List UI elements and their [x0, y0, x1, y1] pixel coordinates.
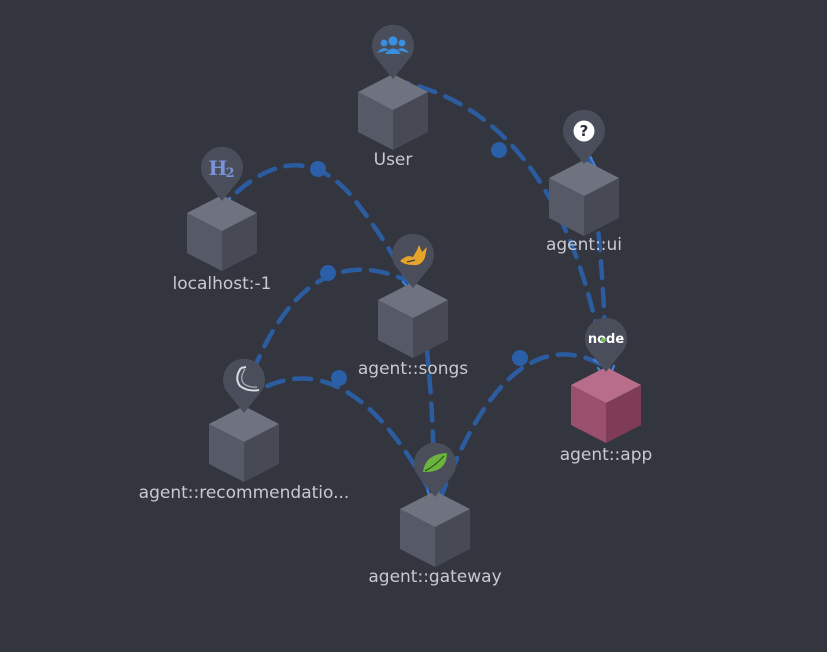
cube-top-face	[400, 491, 470, 527]
node-user[interactable]: User	[358, 24, 428, 170]
edge-rec-to-songs-dot[interactable]	[320, 265, 336, 281]
cube-left-face	[400, 509, 435, 567]
svg-text:?: ?	[580, 122, 589, 140]
node-label-songs: agent::songs	[358, 359, 468, 379]
edge-songs-to-h2-dot[interactable]	[310, 161, 326, 177]
cube-top-face	[187, 195, 257, 231]
nodes-layer: User?agent::uiH2localhost:-1agent::songs…	[139, 24, 653, 587]
node-label-ui: agent::ui	[546, 235, 622, 255]
svg-text:H: H	[209, 156, 228, 180]
cube-left-face	[571, 385, 606, 443]
edge-rec-to-gateway[interactable]	[240, 376, 431, 491]
pin-marker	[222, 358, 265, 413]
cube-right-face	[222, 213, 257, 271]
edge-songs-to-h2[interactable]	[214, 163, 417, 295]
cube-top-face	[378, 282, 448, 318]
python-icon	[236, 366, 260, 392]
cube-left-face	[358, 92, 393, 150]
svg-text:2: 2	[225, 166, 234, 181]
pin-marker	[201, 146, 244, 201]
cube-right-face	[393, 92, 428, 150]
nodejs-icon: node	[588, 332, 624, 347]
node-label-rec: agent::recommendatio...	[139, 483, 350, 503]
node-label-app: agent::app	[560, 445, 653, 465]
cube-top-face	[571, 367, 641, 403]
cube-top-face	[358, 74, 428, 110]
cube-top-face	[209, 406, 279, 442]
node-label-user: User	[374, 150, 413, 170]
node-rec[interactable]: agent::recommendatio...	[139, 358, 350, 503]
cube-top-face	[549, 160, 619, 196]
cube-left-face	[549, 178, 584, 236]
tomcat-icon	[400, 245, 427, 266]
cube-right-face	[435, 509, 470, 567]
pin-marker	[585, 317, 627, 372]
users-icon	[377, 36, 409, 54]
edge-user-to-app-dot[interactable]	[491, 142, 507, 158]
edge-rec-to-songs[interactable]	[240, 267, 413, 401]
svg-text:node: node	[588, 332, 624, 347]
node-label-h2: localhost:-1	[173, 274, 272, 294]
node-ui[interactable]: ?agent::ui	[546, 109, 622, 255]
h2-icon: H2	[209, 156, 235, 181]
question-icon: ?	[573, 120, 595, 142]
node-songs[interactable]: agent::songs	[358, 233, 468, 379]
node-h2[interactable]: H2 localhost:-1	[173, 146, 272, 294]
cube-left-face	[209, 424, 244, 482]
edge-rec-to-gateway-dot[interactable]	[331, 370, 347, 386]
cube-right-face	[584, 178, 619, 236]
node-label-gateway: agent::gateway	[368, 567, 501, 587]
edge-gateway-to-app[interactable]	[437, 352, 611, 503]
node-gateway[interactable]: agent::gateway	[368, 442, 502, 587]
edge-user-to-app[interactable]	[389, 77, 610, 385]
spring-icon	[423, 453, 447, 473]
edge-gateway-to-app-dot[interactable]	[512, 350, 528, 366]
cube-left-face	[187, 213, 222, 271]
cube-right-face	[606, 385, 641, 443]
cube-left-face	[378, 300, 413, 358]
cube-right-face	[244, 424, 279, 482]
cube-right-face	[413, 300, 448, 358]
